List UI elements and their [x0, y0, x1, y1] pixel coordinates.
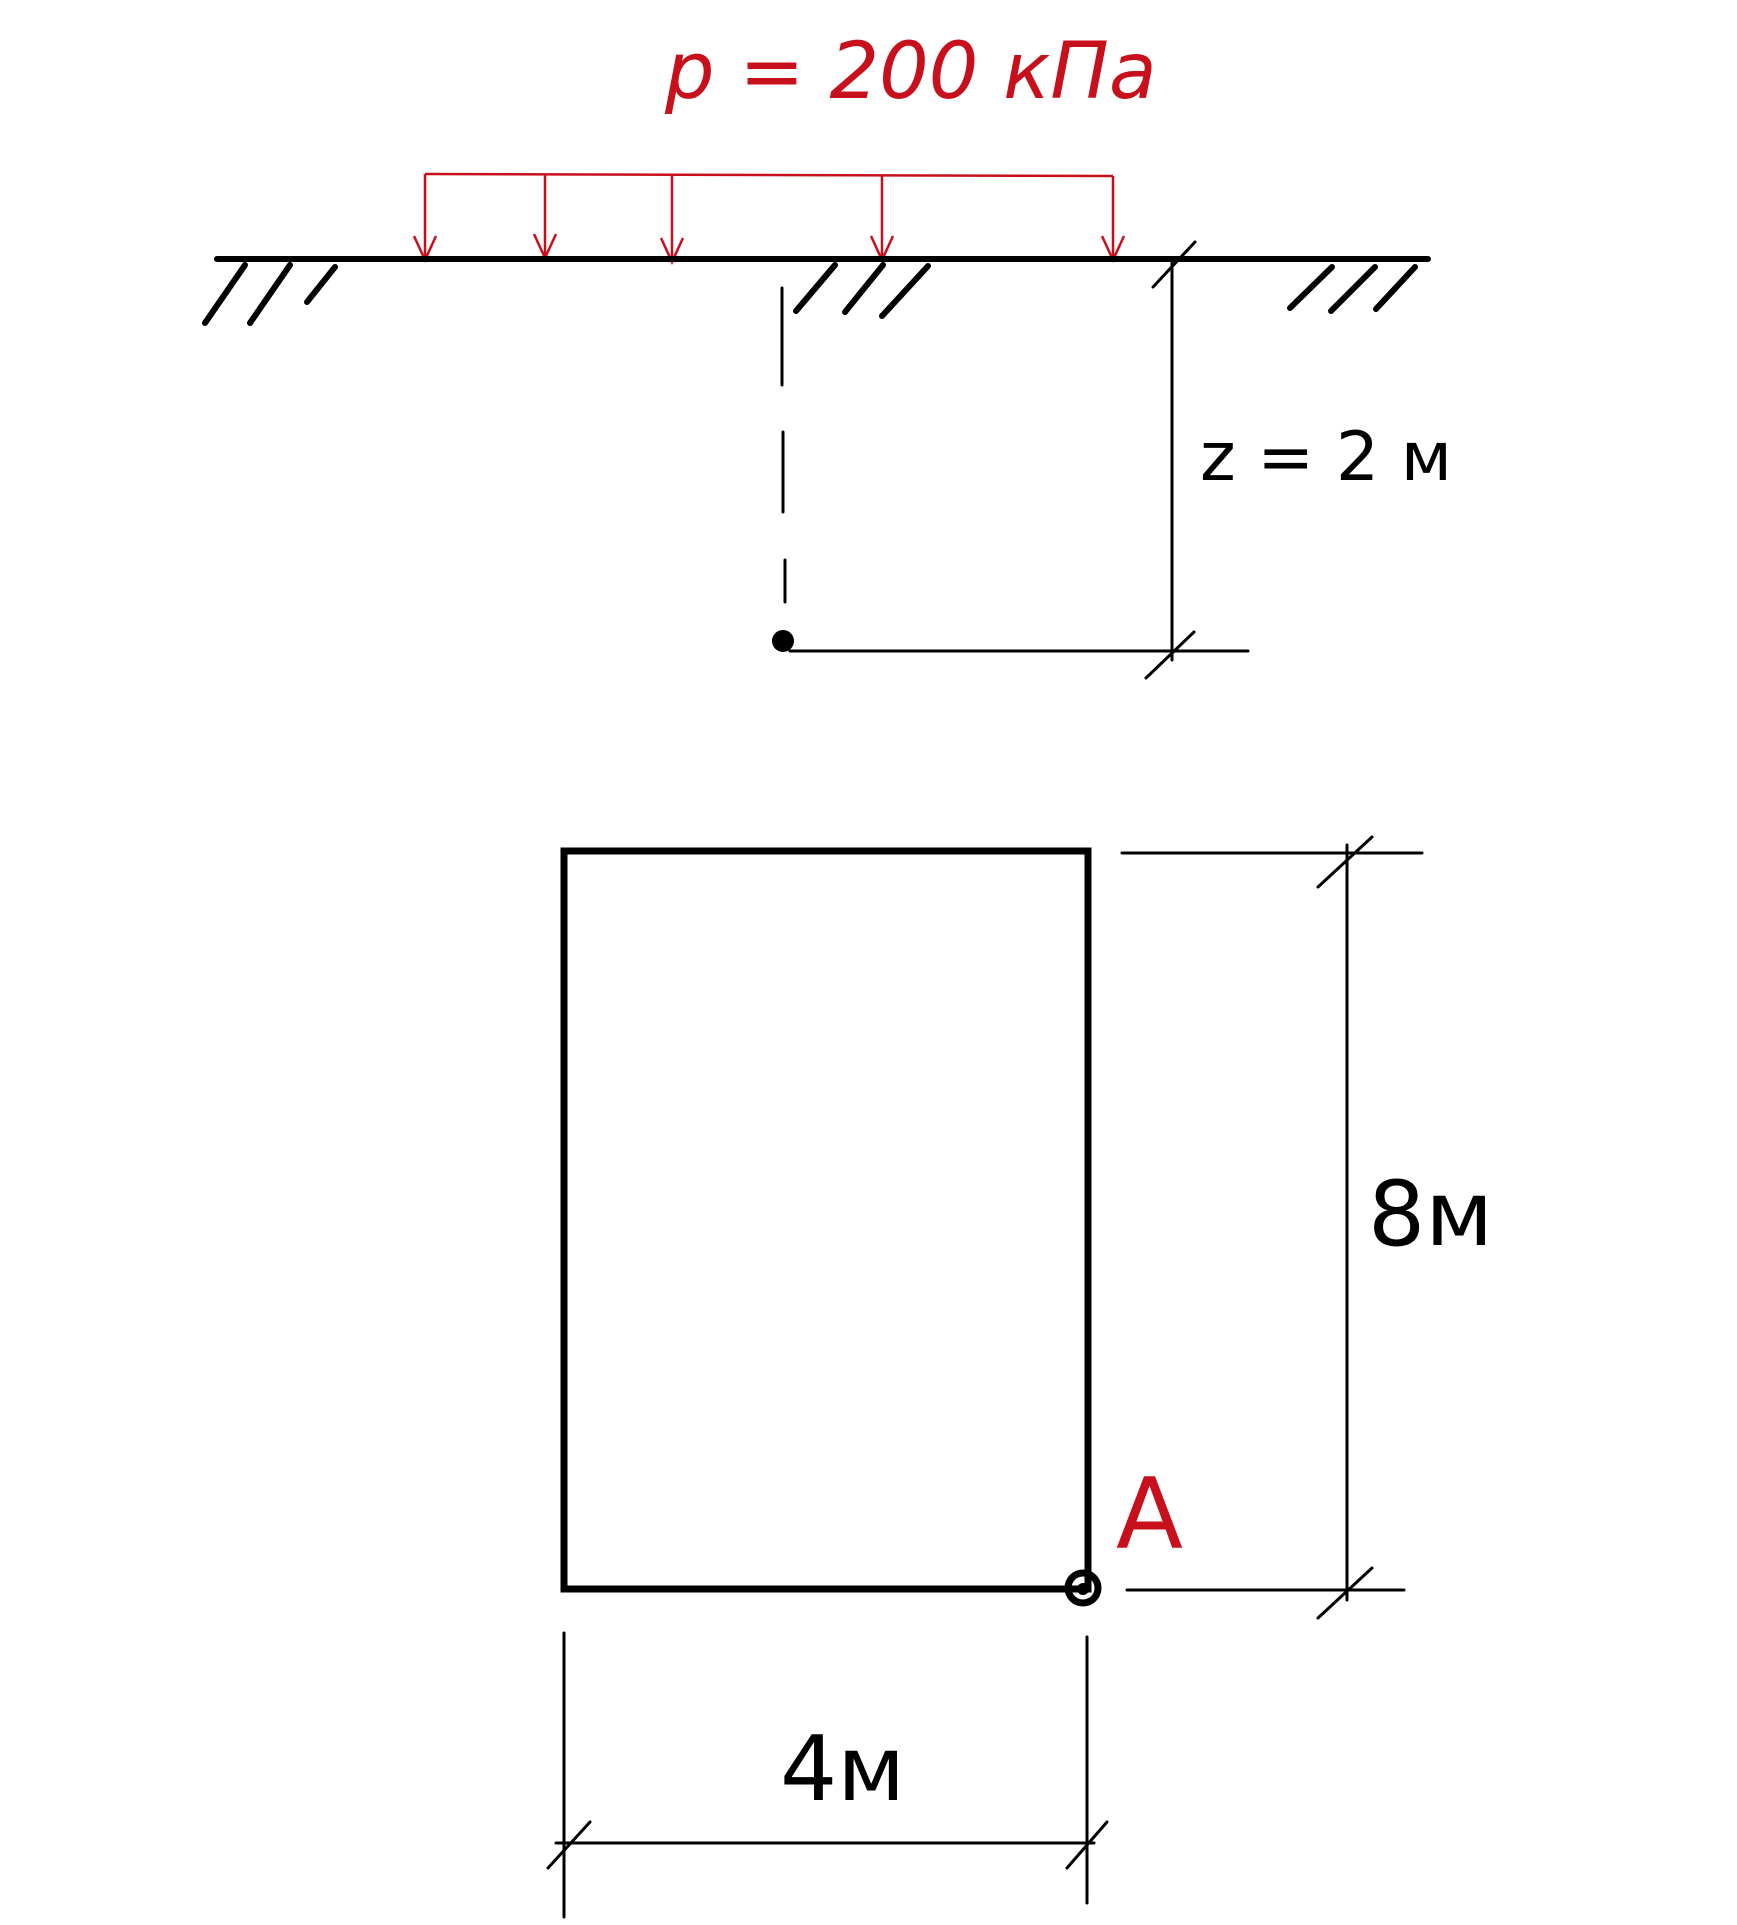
load-arrow: [659, 175, 685, 266]
depth-dimension: [788, 240, 1250, 680]
section-view: p = 200 кПа: [202, 27, 1452, 680]
load-arrow: [1100, 176, 1126, 264]
distributed-load: [412, 172, 1126, 266]
length-label: 8м: [1368, 1162, 1493, 1267]
depth-label: z = 2 м: [1200, 418, 1452, 497]
axis-dashed-line: [780, 286, 787, 604]
corner-point: [1064, 1569, 1102, 1607]
foundation-plan: [560, 847, 1092, 1593]
load-arrow: [869, 175, 895, 264]
ground-hatch-right: [1287, 264, 1418, 314]
plan-view: A 8м 4м: [546, 835, 1493, 1919]
corner-point-dot: [1077, 1583, 1089, 1595]
corner-point-label: A: [1116, 1458, 1183, 1572]
ground-hatch-middle: [793, 262, 931, 319]
load-arrow: [412, 174, 438, 264]
load-arrow: [532, 174, 558, 262]
width-dimension: [546, 1631, 1109, 1919]
length-dimension: [1120, 835, 1424, 1620]
depth-point: [772, 630, 794, 652]
load-label: p = 200 кПа: [664, 27, 1157, 117]
ground-hatch-left: [202, 262, 338, 326]
load-top-line: [424, 172, 1114, 178]
width-label: 4м: [780, 1717, 905, 1822]
